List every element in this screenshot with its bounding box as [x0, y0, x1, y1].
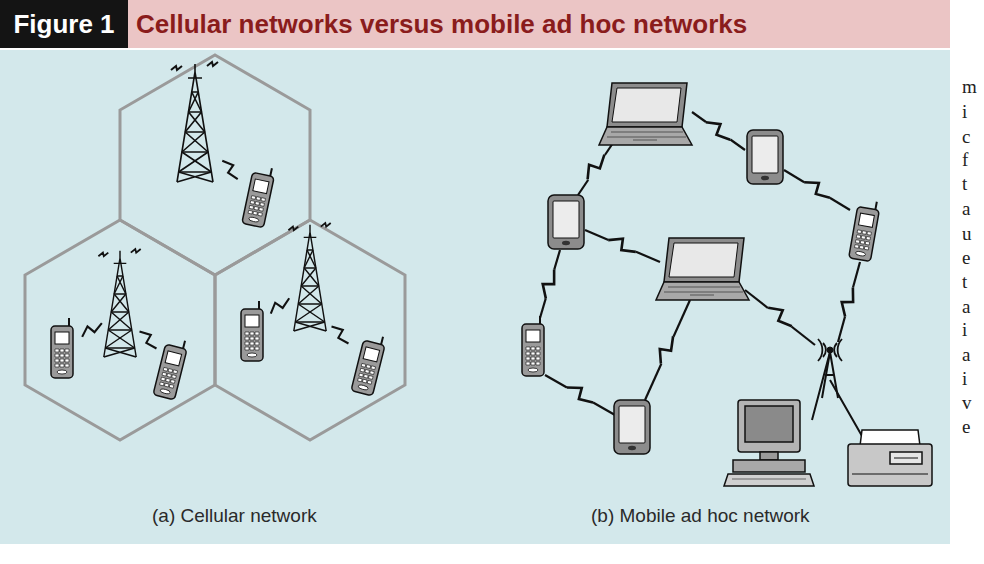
mobile-phone	[241, 301, 263, 361]
printer	[848, 430, 932, 486]
figure-title: Cellular networks versus mobile ad hoc n…	[136, 0, 747, 48]
body-text-fragment: a	[962, 344, 970, 366]
desktop-computer	[724, 400, 814, 486]
body-text-fragment: e	[962, 247, 970, 269]
body-text-fragment: a	[962, 198, 970, 220]
tablet	[614, 400, 650, 454]
adhoc-links	[540, 112, 860, 415]
body-text-fragment: f	[962, 149, 968, 171]
wireless-link	[655, 333, 677, 365]
body-text-fragment: m	[962, 76, 977, 98]
mobile-phone	[522, 316, 544, 376]
tablet	[747, 130, 783, 184]
body-text-fragment: v	[962, 392, 972, 414]
access-point	[812, 339, 862, 436]
body-text-fragment: i	[962, 319, 967, 341]
wireless-link	[766, 302, 796, 329]
mobile-phone	[51, 318, 73, 378]
wireless-link	[802, 176, 833, 201]
body-text-fragment: e	[962, 416, 970, 438]
subfigure-caption: (b) Mobile ad hoc network	[591, 505, 810, 527]
figure-number: Figure 1	[13, 9, 114, 40]
figure-number-box: Figure 1	[0, 0, 128, 48]
wireless-link	[220, 157, 242, 181]
cell-hexagons	[25, 55, 405, 440]
mobile-phone	[153, 336, 189, 400]
body-text-fragment: t	[962, 173, 967, 195]
wireless-link	[582, 151, 608, 182]
body-text-fragment: a	[962, 296, 970, 318]
cell-tower	[171, 62, 218, 182]
laptop	[656, 238, 749, 300]
wireless-link	[137, 328, 160, 351]
body-text-fragment: i	[962, 101, 967, 123]
subfigure-caption: (a) Cellular network	[152, 505, 317, 527]
figure-panel	[0, 50, 950, 544]
wireless-link	[539, 268, 558, 300]
wireless-link	[267, 294, 291, 316]
title-band	[128, 0, 950, 48]
mobile-phone	[351, 332, 387, 396]
mobile-phone	[242, 164, 276, 227]
tablet	[548, 195, 584, 249]
wireless-link	[565, 381, 596, 406]
body-text-fragment: i	[962, 368, 967, 390]
wireless-link	[79, 319, 104, 340]
wireless-link	[329, 323, 352, 346]
laptop	[599, 83, 692, 145]
body-text-fragment: c	[962, 126, 970, 148]
cell-tower	[288, 223, 330, 331]
wireless-link	[838, 286, 856, 318]
wireless-link	[703, 117, 734, 143]
mobile-phone	[849, 199, 881, 262]
body-text-fragment: t	[962, 271, 967, 293]
cell-tower	[98, 249, 140, 357]
wireless-link	[607, 234, 639, 256]
body-text-fragment: u	[962, 223, 972, 245]
